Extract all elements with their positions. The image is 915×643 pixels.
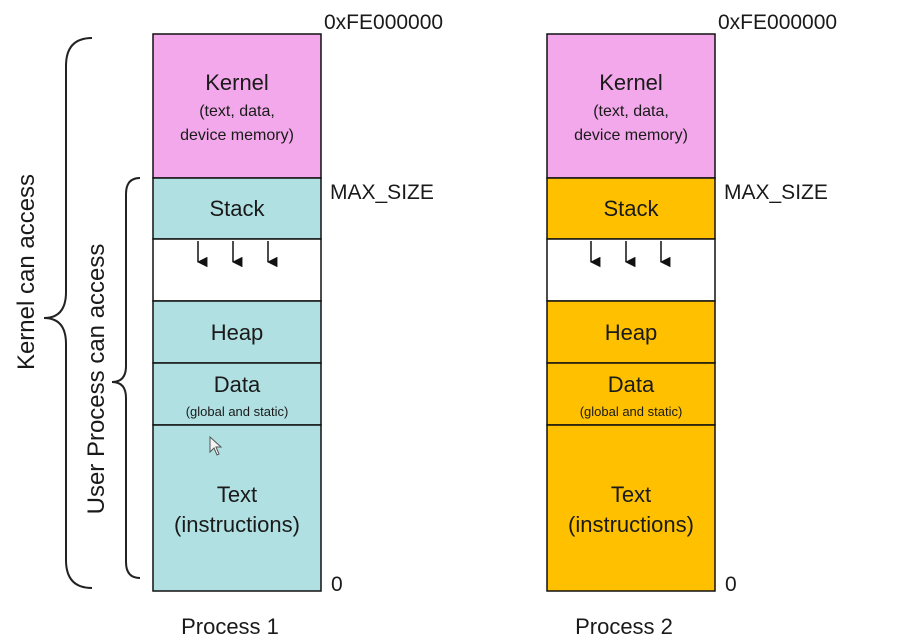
data-segment: [546, 362, 716, 426]
top-address-label: 0xFE000000: [718, 11, 837, 34]
bottom-address-label: 0: [331, 573, 343, 596]
text-title: Text: [611, 482, 651, 507]
user-access-brace: [111, 177, 141, 579]
process-name: Process 1: [181, 614, 279, 639]
text-segment: [546, 424, 716, 592]
data-title: Data: [214, 372, 261, 397]
kernel-detail-line2: device memory): [574, 127, 688, 144]
process-name: Process 2: [575, 614, 673, 639]
kernel-segment: [546, 33, 716, 179]
kernel-detail-line1: (text, data,: [199, 103, 275, 120]
data-detail: (global and static): [580, 404, 683, 419]
heap-title: Heap: [605, 320, 658, 345]
free-space-segment: [546, 238, 716, 302]
text-detail: (instructions): [568, 512, 694, 537]
top-address-label: 0xFE000000: [324, 11, 443, 34]
mouse-pointer-icon: [209, 435, 223, 456]
kernel-title: Kernel: [599, 70, 663, 95]
bottom-address-label: 0: [725, 573, 737, 596]
kernel-access-brace: [43, 37, 93, 589]
data-segment: [152, 362, 322, 426]
stack-segment: [546, 177, 716, 240]
kernel-title: Kernel: [205, 70, 269, 95]
kernel-detail-line2: device memory): [180, 127, 294, 144]
kernel-detail-line1: (text, data,: [593, 103, 669, 120]
max-size-label: MAX_SIZE: [330, 181, 434, 204]
text-title: Text: [217, 482, 257, 507]
text-segment: [152, 424, 322, 592]
process-1-column: Kernel (text, data, device memory) Stack…: [152, 11, 443, 639]
max-size-label: MAX_SIZE: [724, 181, 828, 204]
stack-title: Stack: [603, 196, 659, 221]
stack-title: Stack: [209, 196, 265, 221]
kernel-access-label: Kernel can access: [13, 174, 40, 370]
text-detail: (instructions): [174, 512, 300, 537]
data-title: Data: [608, 372, 655, 397]
heap-segment: [546, 300, 716, 364]
heap-title: Heap: [211, 320, 264, 345]
process-2-column: Kernel (text, data, device memory) Stack…: [546, 11, 837, 639]
free-space-segment: [152, 238, 322, 302]
user-access-label: User Process can access: [83, 244, 110, 515]
stack-segment: [152, 177, 322, 240]
data-detail: (global and static): [186, 404, 289, 419]
